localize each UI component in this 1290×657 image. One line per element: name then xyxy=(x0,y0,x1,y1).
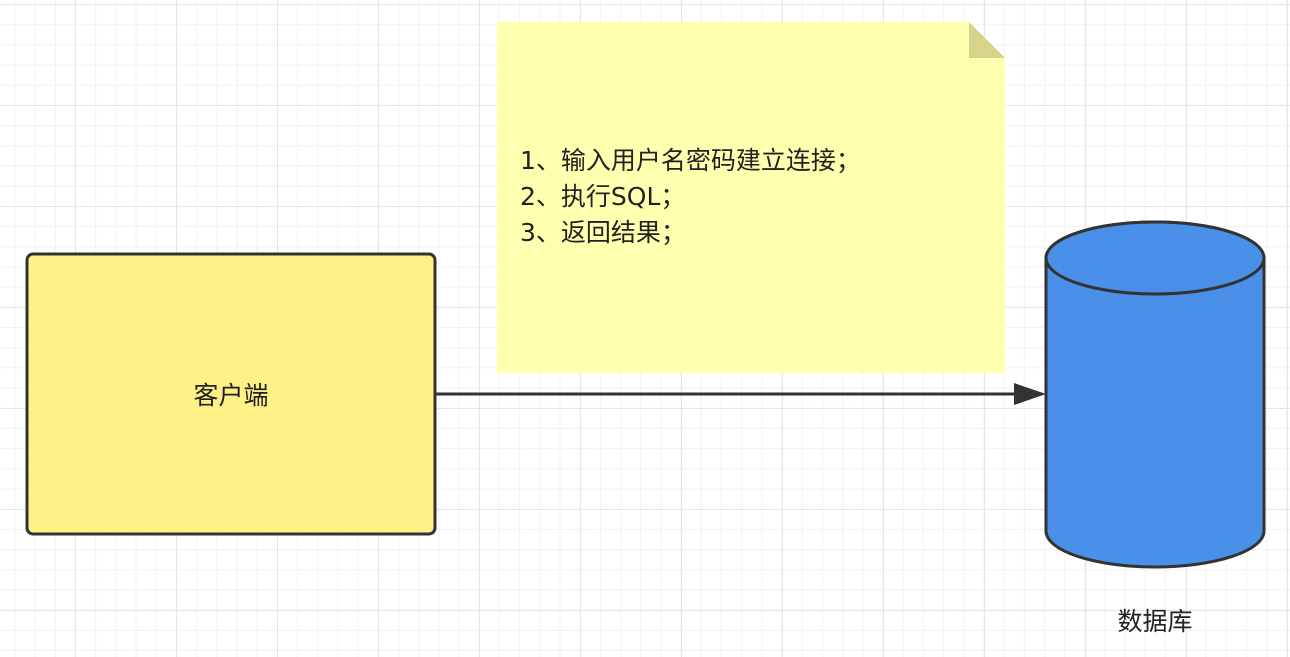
database-node[interactable] xyxy=(1044,220,1266,569)
database-cylinder-top xyxy=(1044,220,1266,296)
note-line-1: 1、输入用户名密码建立连接； xyxy=(520,146,861,175)
note-text: 1、输入用户名密码建立连接； 2、执行SQL； 3、返回结果； xyxy=(520,143,990,251)
database-label: 数据库 xyxy=(1117,607,1193,636)
client-label-text: 客户端 xyxy=(193,381,269,410)
note-line-2: 2、执行SQL； xyxy=(520,182,686,211)
arrowhead xyxy=(1014,383,1046,405)
client-to-database-arrow[interactable] xyxy=(436,383,1046,405)
client-label: 客户端 xyxy=(28,255,434,533)
note-body xyxy=(497,22,1005,373)
note-line-3: 3、返回结果； xyxy=(520,218,686,247)
client-node[interactable] xyxy=(25,252,437,536)
note-node[interactable] xyxy=(497,22,1005,373)
note-fold-corner xyxy=(969,22,1005,58)
